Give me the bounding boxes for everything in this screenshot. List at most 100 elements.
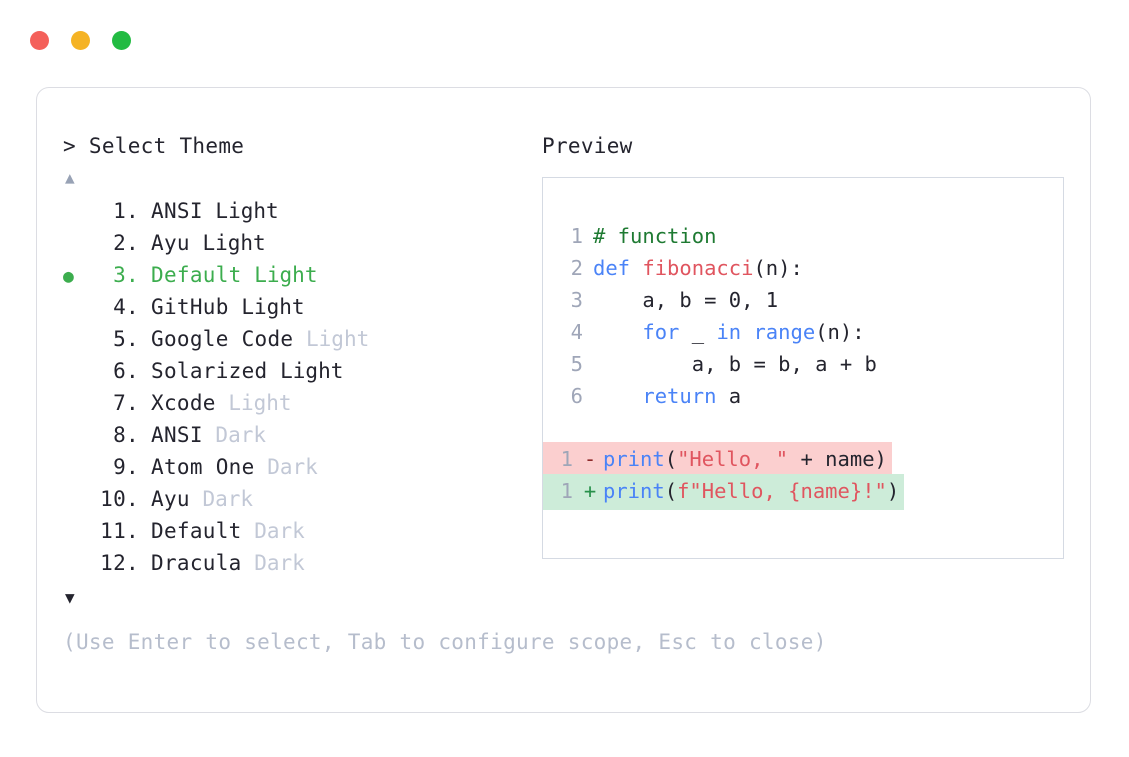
code-token: ( bbox=[664, 479, 678, 503]
theme-item-variant: Dark bbox=[202, 423, 266, 447]
diff-added-line: 1 +print(f"Hello, {name}!") bbox=[543, 474, 905, 510]
theme-item-name: ANSI bbox=[151, 199, 203, 223]
code-token: + name) bbox=[788, 447, 887, 471]
theme-item-name: Atom One bbox=[151, 455, 255, 479]
theme-list-item[interactable]: 8. ANSI Dark bbox=[63, 419, 533, 451]
code-token: range bbox=[753, 320, 816, 344]
theme-item-number: 4. bbox=[113, 295, 139, 319]
theme-item-variant: Dark bbox=[241, 519, 305, 543]
line-number: 1 bbox=[570, 224, 583, 248]
theme-item-variant: Light bbox=[267, 359, 344, 383]
code-token: def bbox=[593, 256, 643, 280]
theme-item-name: Default bbox=[151, 519, 242, 543]
scroll-up-icon[interactable]: ▲ bbox=[65, 168, 75, 187]
diff-spacer bbox=[543, 412, 1063, 442]
theme-item-name: GitHub bbox=[151, 295, 229, 319]
code-token: (n): bbox=[815, 320, 865, 344]
theme-list-item[interactable]: 1.ANSI Light bbox=[63, 195, 533, 227]
theme-item-variant: Light bbox=[241, 263, 318, 287]
code-line: 6 return a bbox=[543, 380, 1063, 412]
code-line-text: a, b = 0, 1 bbox=[593, 284, 778, 316]
theme-item-variant: Dark bbox=[241, 551, 305, 575]
diff-removed-line: 1-print("Hello, " + name) bbox=[543, 442, 892, 478]
theme-item-number: 3. bbox=[113, 263, 139, 287]
code-token: a, b = b, a + b bbox=[593, 352, 877, 376]
theme-item-number: 6. bbox=[113, 359, 139, 383]
code-line-text: a, b = b, a + b bbox=[593, 348, 877, 380]
line-number: 6 bbox=[570, 384, 583, 408]
scroll-down-icon[interactable]: ▼ bbox=[65, 588, 75, 607]
code-token: ) bbox=[886, 479, 900, 503]
diff-line-text: print(f"Hello, {name}!") bbox=[603, 475, 899, 507]
theme-item-name: Default bbox=[151, 263, 242, 287]
code-token: _ bbox=[691, 320, 717, 344]
theme-item-variant: Dark bbox=[254, 455, 318, 479]
theme-item-variant: Light bbox=[202, 199, 279, 223]
theme-item-name: Dracula bbox=[151, 551, 242, 575]
theme-list-item[interactable]: 11. Default Dark bbox=[63, 515, 533, 547]
code-line-text: return a bbox=[593, 380, 741, 412]
code-line: 1 # function bbox=[543, 220, 1063, 252]
theme-item-name: Xcode bbox=[151, 391, 216, 415]
theme-item-variant: Light bbox=[189, 231, 266, 255]
code-token: ( bbox=[664, 447, 678, 471]
code-token: # function bbox=[593, 224, 717, 248]
close-button[interactable] bbox=[30, 31, 49, 50]
theme-item-name: Ayu bbox=[151, 231, 190, 255]
diff-line-text: print("Hello, " + name) bbox=[603, 443, 887, 475]
theme-list-item[interactable]: 5. Google Code Light bbox=[63, 323, 533, 355]
page-title: > Select Theme bbox=[63, 134, 245, 158]
diff-line: 1 +print(f"Hello, {name}!") bbox=[543, 474, 1063, 510]
selected-bullet-icon: ● bbox=[63, 266, 74, 287]
line-number: 4 bbox=[570, 320, 583, 344]
code-token: print bbox=[603, 479, 665, 503]
diff-line: 1-print("Hello, " + name) bbox=[543, 442, 1063, 478]
theme-item-number: 8. bbox=[113, 423, 139, 447]
code-line: 5 a, b = b, a + b bbox=[543, 348, 1063, 380]
code-token: "Hello, " bbox=[677, 447, 789, 471]
theme-item-variant: Dark bbox=[189, 487, 254, 511]
theme-list-item[interactable]: 10.Ayu Dark bbox=[63, 483, 533, 515]
theme-item-name: Google Code bbox=[151, 327, 294, 351]
line-number: 5 bbox=[570, 352, 583, 376]
theme-item-name: ANSI bbox=[151, 423, 203, 447]
theme-list-item[interactable]: 2. Ayu Light bbox=[63, 227, 533, 259]
theme-list-item[interactable]: 4.GitHub Light bbox=[63, 291, 533, 323]
code-token bbox=[593, 320, 642, 344]
theme-list-item[interactable]: 6.Solarized Light bbox=[63, 355, 533, 387]
theme-item-number: 10. bbox=[100, 487, 139, 511]
code-line-text: for _ in range(n): bbox=[593, 316, 865, 348]
theme-item-number: 11. bbox=[100, 519, 139, 543]
code-token: fibonacci bbox=[642, 256, 754, 280]
theme-picker-card: > Select Theme ▲ 1.ANSI Light 2. Ayu Light… bbox=[36, 87, 1091, 713]
line-number: 3 bbox=[570, 288, 583, 312]
code-token: in bbox=[716, 320, 754, 344]
theme-list[interactable]: 1.ANSI Light 2. Ayu Light ● 3. Default Light 4… bbox=[63, 195, 533, 579]
line-number: 1 bbox=[560, 447, 573, 471]
code-token bbox=[593, 384, 642, 408]
line-number: 2 bbox=[570, 256, 583, 280]
theme-list-item[interactable]: 12. Dracula Dark bbox=[63, 547, 533, 579]
theme-list-item[interactable]: 7. Xcode Light bbox=[63, 387, 533, 419]
line-number: 1 bbox=[560, 479, 573, 503]
theme-item-variant: Light bbox=[215, 391, 292, 415]
keyboard-hint: (Use Enter to select, Tab to configure s… bbox=[63, 630, 827, 654]
theme-item-number: 12. bbox=[100, 551, 139, 575]
diff-plus-icon: + bbox=[583, 479, 597, 503]
preview-label: Preview bbox=[542, 134, 633, 158]
theme-list-item[interactable]: 9.Atom One Dark bbox=[63, 451, 533, 483]
theme-item-number: 5. bbox=[113, 327, 139, 351]
theme-item-number: 7. bbox=[113, 391, 139, 415]
code-token: a bbox=[728, 384, 742, 408]
code-token: (n): bbox=[753, 256, 803, 280]
theme-item-number: 2. bbox=[113, 231, 139, 255]
theme-list-item[interactable]: ● 3. Default Light bbox=[63, 259, 533, 291]
zoom-button[interactable] bbox=[112, 31, 131, 50]
code-token: print bbox=[603, 447, 665, 471]
minimize-button[interactable] bbox=[71, 31, 90, 50]
theme-item-variant: Light bbox=[293, 327, 370, 351]
code-line-text: # function bbox=[593, 220, 716, 252]
